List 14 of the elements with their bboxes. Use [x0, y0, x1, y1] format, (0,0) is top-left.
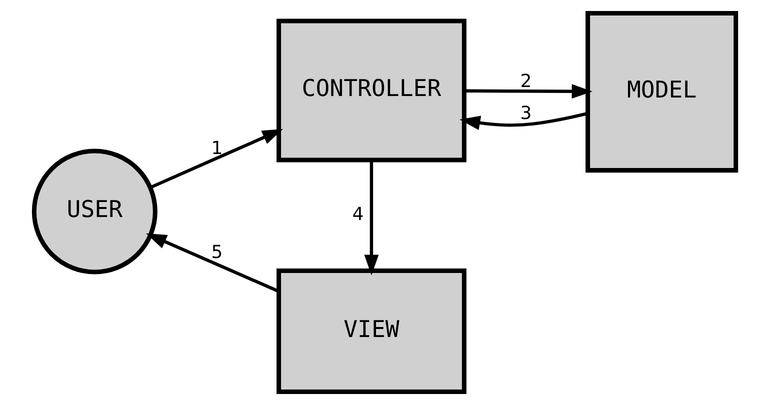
arrow	[146, 233, 279, 293]
node-box: CONTROLLER	[276, 18, 466, 162]
arrow	[364, 160, 378, 276]
edge-label: 1	[210, 138, 222, 159]
edge-label: 3	[520, 103, 532, 124]
edge-label: 5	[210, 242, 222, 264]
node-circle: USER	[31, 148, 157, 274]
edge-label: 2	[520, 70, 532, 92]
edge-label: 4	[352, 204, 364, 226]
arrow	[459, 112, 588, 130]
node-box: VIEW	[276, 268, 466, 394]
arrow	[464, 84, 592, 99]
node-box: MODEL	[585, 10, 738, 173]
arrow	[149, 128, 282, 189]
